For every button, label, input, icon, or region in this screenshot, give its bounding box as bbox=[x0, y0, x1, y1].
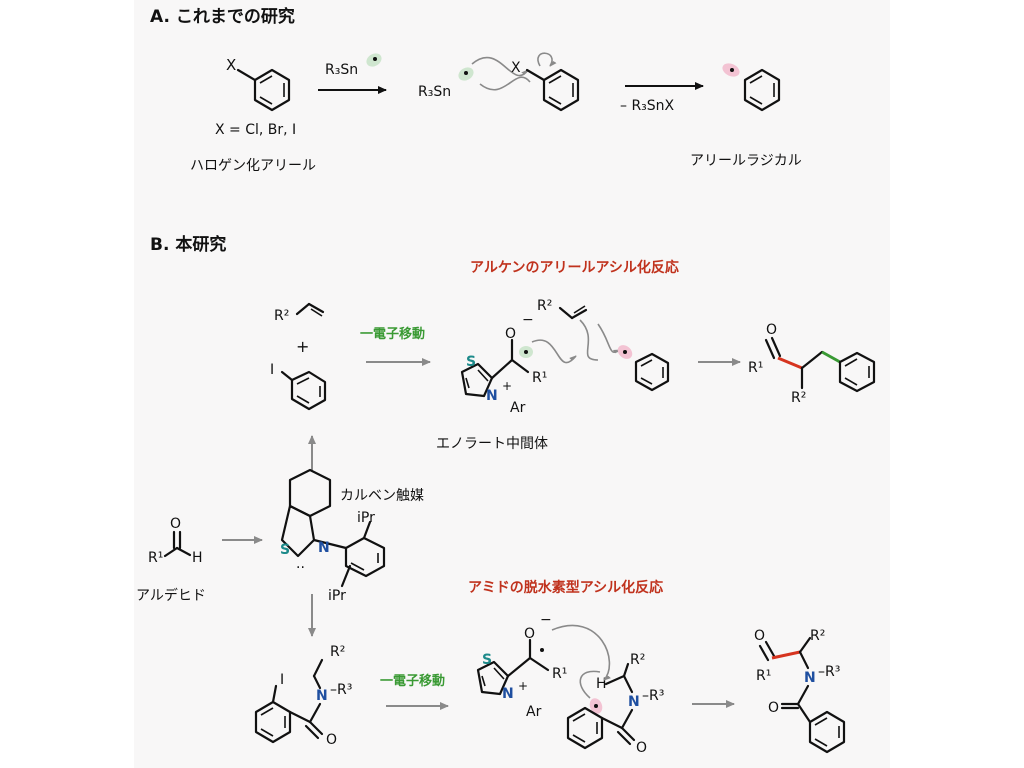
byproduct-label: – R₃SnX bbox=[620, 98, 675, 114]
aldehyde-h: H bbox=[192, 550, 203, 566]
p2-r1: R¹ bbox=[756, 668, 771, 684]
p1-o: O bbox=[766, 322, 777, 338]
reagent-label: R₃Sn bbox=[325, 62, 358, 78]
enolate-minus: − bbox=[522, 312, 534, 328]
p1-r1: R¹ bbox=[748, 360, 763, 376]
enolate-s: S bbox=[466, 354, 476, 370]
curly-c2 bbox=[579, 670, 601, 699]
p2-n: N bbox=[804, 670, 816, 686]
radical-dot bbox=[373, 57, 377, 61]
curly-arrow-a3 bbox=[537, 52, 557, 67]
amide-substrate: R² N –R³ O I bbox=[254, 644, 352, 748]
radical-dot-2 bbox=[464, 71, 468, 75]
aryl-radical-structure bbox=[722, 63, 781, 112]
int2-plus: + bbox=[518, 679, 528, 693]
cat-lone-pair: ·· bbox=[296, 560, 305, 576]
enolate-label: エノラート中間体 bbox=[436, 436, 548, 452]
iodo-label: I bbox=[270, 362, 274, 378]
amide-n: N bbox=[316, 688, 328, 704]
curly-arrow-a1 bbox=[471, 56, 529, 77]
curly-arrow-a2 bbox=[479, 76, 531, 91]
x-label: X bbox=[226, 56, 236, 74]
enolate-r1: R¹ bbox=[532, 370, 547, 386]
p2-r2: R² bbox=[810, 628, 825, 644]
intermediate-2: S N + Ar O − R¹ H R² N –R³ O bbox=[476, 612, 664, 756]
aryl-iodide-structure: I bbox=[270, 362, 327, 411]
section-b-title: B. 本研究 bbox=[150, 234, 226, 255]
alkene-r2: R² bbox=[274, 308, 289, 324]
int2-s: S bbox=[482, 652, 492, 668]
enolate-ar: Ar bbox=[510, 400, 526, 416]
product-1: O R¹ R² bbox=[748, 322, 876, 406]
int2-r2: R² bbox=[630, 652, 645, 668]
aryl-halide-label: ハロゲン化アリール bbox=[190, 158, 316, 174]
int1-alkene-r2: R² bbox=[537, 298, 552, 314]
int2-h: H bbox=[596, 676, 607, 692]
int2-ar: Ar bbox=[526, 704, 542, 720]
reaction1-title: アルケンのアリールアシル化反応 bbox=[470, 259, 679, 276]
aryl-radical-b bbox=[617, 345, 670, 392]
radical-reagent-label: R₃Sn bbox=[418, 84, 451, 100]
curly-b1 bbox=[531, 339, 577, 364]
figure-panel bbox=[134, 0, 890, 768]
section-a-title: A. これまでの研究 bbox=[150, 6, 295, 27]
int2-minus: − bbox=[540, 612, 552, 628]
p2-red-bond bbox=[771, 650, 801, 660]
cat-s: S bbox=[280, 542, 290, 558]
p1-green-bond bbox=[821, 350, 841, 364]
aryl-halide-structure-2: X bbox=[511, 60, 580, 112]
cat-n: N bbox=[318, 540, 330, 556]
carbene-label: カルベン触媒 bbox=[340, 488, 424, 504]
p1-red-bond bbox=[777, 356, 803, 370]
alkene-structure: R² bbox=[274, 302, 325, 324]
amide-r2: R² bbox=[330, 644, 345, 660]
enolate-o: O bbox=[505, 326, 516, 342]
halide-definition: X = Cl, Br, I bbox=[215, 122, 296, 138]
amide-i: I bbox=[280, 672, 284, 688]
curly-b2 bbox=[579, 319, 599, 361]
int2-r3: –R³ bbox=[642, 688, 664, 704]
plus-sign: + bbox=[296, 337, 309, 356]
aryl-halide-structure: X bbox=[226, 56, 291, 112]
product-2: O R¹ R² N –R³ O bbox=[754, 628, 846, 754]
int2-o2: O bbox=[636, 740, 647, 756]
enolate-n-plus: + bbox=[502, 379, 512, 393]
reaction2-title: アミドの脱水素型アシル化反応 bbox=[468, 579, 663, 596]
int2-r1: R¹ bbox=[552, 666, 567, 682]
p2-o2: O bbox=[768, 700, 779, 716]
cat-ipr-top: iPr bbox=[357, 510, 375, 526]
carbene-catalyst: S N ·· iPr iPr bbox=[280, 468, 386, 604]
int2-n2: N bbox=[628, 694, 640, 710]
int2-n: N bbox=[502, 686, 514, 702]
set-label-2: 一電子移動 bbox=[380, 673, 445, 689]
x-label-2: X bbox=[511, 60, 521, 76]
int2-o: O bbox=[524, 626, 535, 642]
aldehyde-o: O bbox=[170, 516, 181, 532]
curly-b3 bbox=[597, 323, 621, 354]
p1-r2: R² bbox=[791, 390, 806, 406]
amide-o: O bbox=[326, 732, 337, 748]
p2-o: O bbox=[754, 628, 765, 644]
curly-c1 bbox=[551, 624, 611, 681]
amide-r3: –R³ bbox=[330, 682, 352, 698]
p2-r3: –R³ bbox=[818, 664, 840, 680]
cat-ipr-bottom: iPr bbox=[328, 588, 346, 604]
aryl-radical-label: アリールラジカル bbox=[690, 153, 802, 169]
enolate-n: N bbox=[486, 388, 498, 404]
set-label-1: 一電子移動 bbox=[360, 326, 425, 342]
aldehyde-label: アルデヒド bbox=[136, 587, 206, 604]
aldehyde-structure: O R¹ H bbox=[148, 516, 203, 566]
enolate-intermediate: S N + Ar O − R¹ R² bbox=[460, 298, 588, 416]
aldehyde-r1: R¹ bbox=[148, 550, 163, 566]
